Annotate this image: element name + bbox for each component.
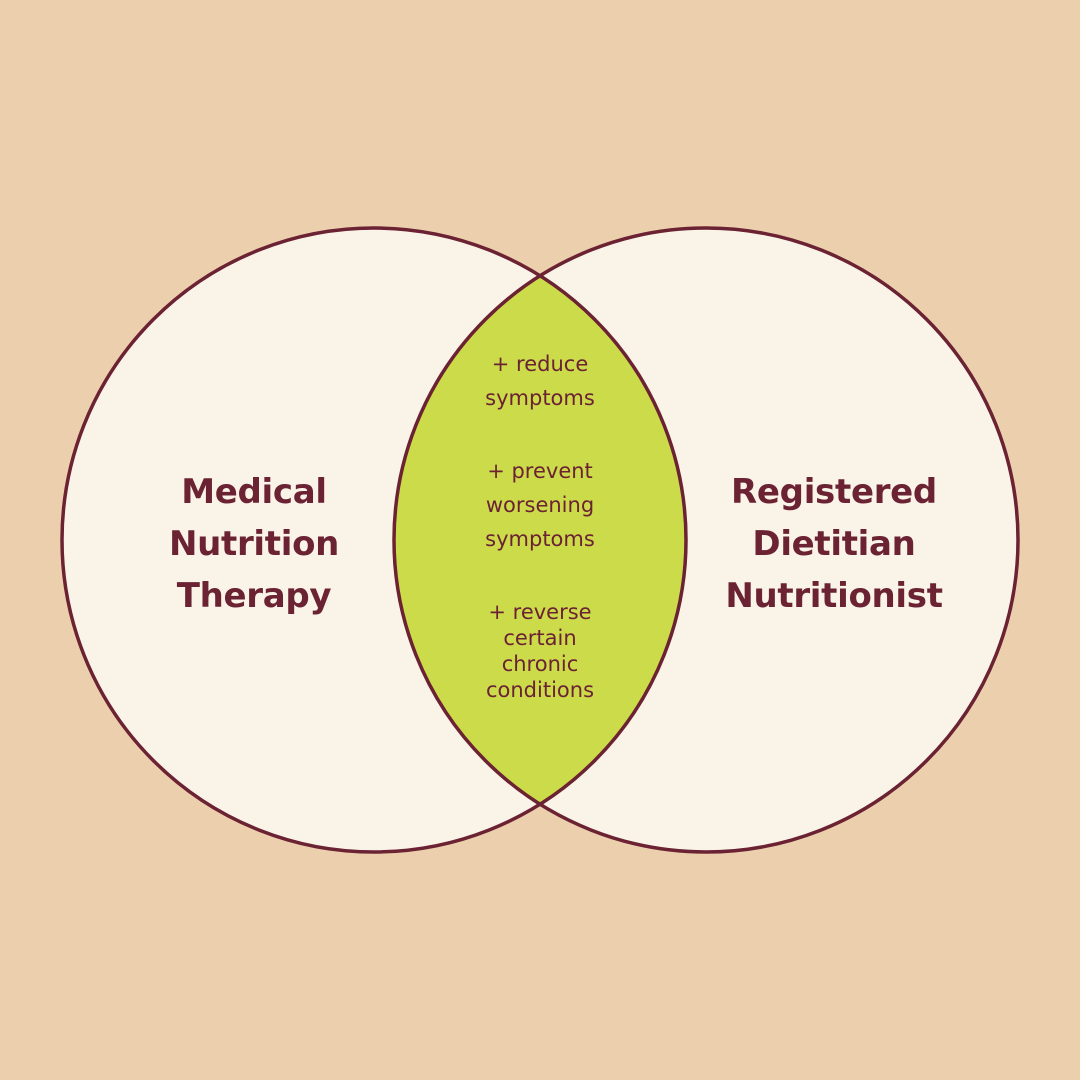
registered-dietitian-nutritionist-label: Registered Dietitian Nutritionist [714, 466, 954, 622]
benefit-line: symptoms [485, 386, 595, 410]
benefit-line: worsening [485, 493, 595, 517]
benefit-prevent-worsening: + prevent worsening symptoms [440, 454, 640, 556]
benefit-line: certain [503, 626, 577, 650]
benefit-line: + prevent [487, 459, 593, 483]
overlap-region [394, 228, 686, 852]
label-line: Therapy [176, 576, 332, 616]
benefit-line: conditions [485, 678, 595, 702]
left-circle-outline [60, 226, 688, 854]
right-circle-outline [392, 226, 1020, 854]
label-line: Medical [181, 472, 327, 512]
benefit-line: chronic [501, 652, 579, 676]
label-line: Registered [731, 472, 937, 512]
label-line: Nutrition [168, 524, 340, 564]
label-line: Dietitian [752, 524, 916, 564]
benefit-reduce-symptoms: + reduce symptoms [440, 347, 640, 415]
benefit-line: + reverse [488, 600, 592, 624]
benefit-reverse-conditions: + reverse certain chronic conditions [440, 599, 640, 703]
benefit-line: + reduce [491, 352, 589, 376]
benefit-line: symptoms [485, 527, 595, 551]
label-line: Nutritionist [725, 576, 943, 616]
medical-nutrition-therapy-label: Medical Nutrition Therapy [134, 466, 374, 622]
